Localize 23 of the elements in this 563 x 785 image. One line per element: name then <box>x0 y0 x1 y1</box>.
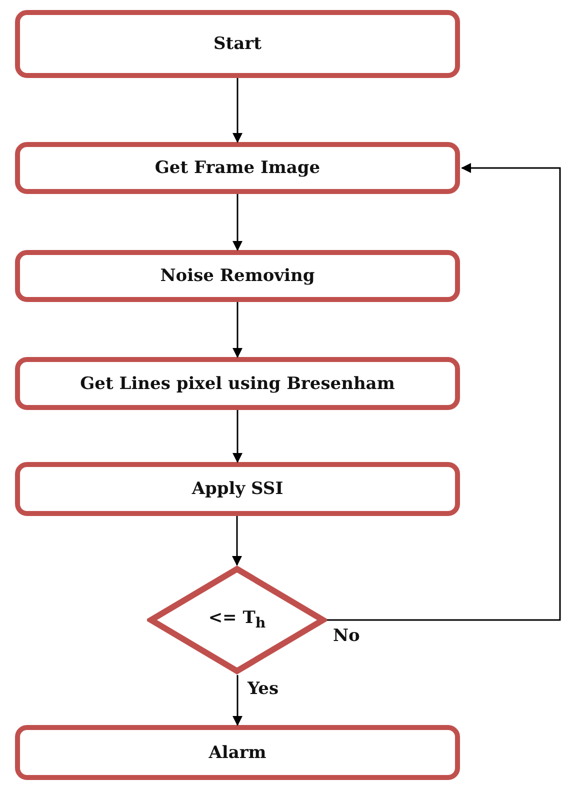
node-label: Apply SSI <box>192 479 284 499</box>
process-box <box>15 462 460 516</box>
process-box <box>15 725 460 780</box>
node-label: Alarm <box>208 742 266 762</box>
process-box <box>15 10 460 78</box>
process-box <box>15 142 460 194</box>
arrow <box>232 516 242 566</box>
arrow <box>232 78 242 143</box>
node-label: Get Frame Image <box>154 158 320 178</box>
node-label: <= T$_{h}$ <box>208 608 266 632</box>
arrow <box>327 163 561 621</box>
arrow <box>232 194 242 251</box>
edge-label: Yes <box>248 679 279 699</box>
arrow <box>232 675 242 726</box>
arrow <box>232 410 242 463</box>
decision-diamond <box>147 565 327 675</box>
edge-label: No <box>333 626 360 646</box>
process-box <box>15 357 460 410</box>
process-box <box>15 250 460 302</box>
arrow <box>232 302 242 358</box>
node-label: Get Lines pixel using Bresenham <box>80 374 395 394</box>
node-label: Noise Removing <box>160 266 315 286</box>
node-label: Start <box>214 34 262 54</box>
